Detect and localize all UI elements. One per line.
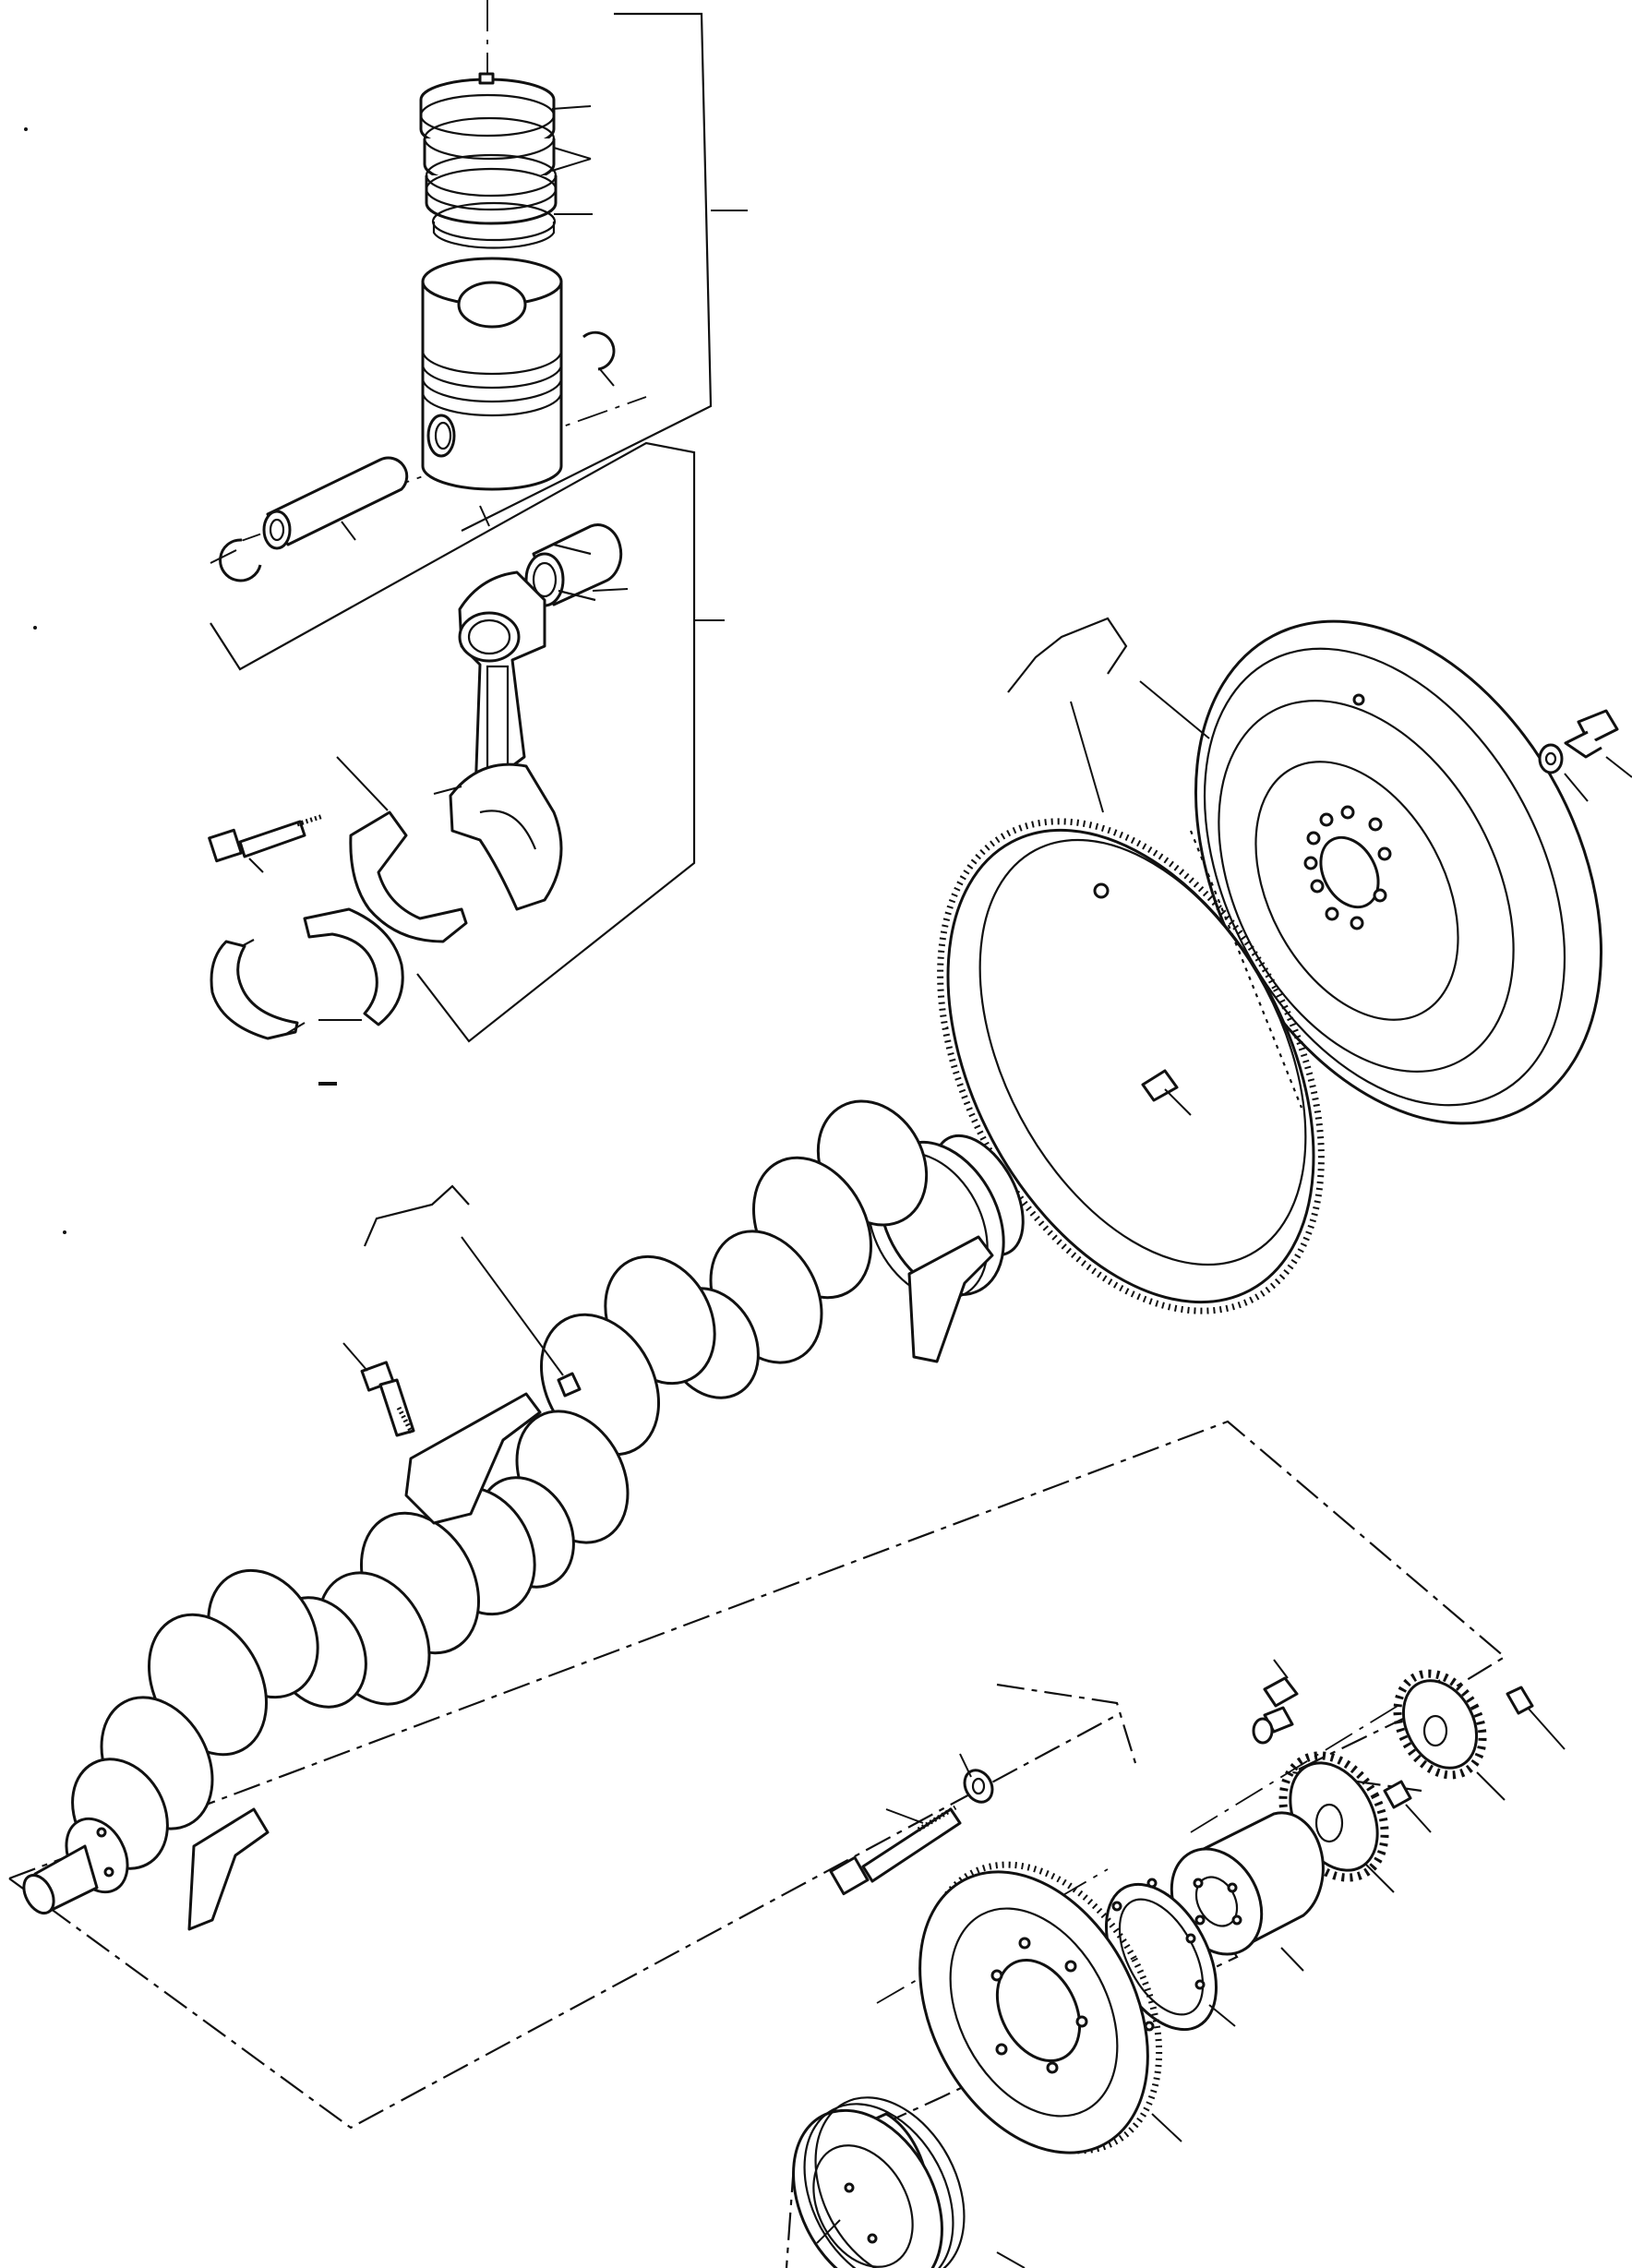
crankshaft — [22, 1099, 1025, 1931]
crankshaft-pulley — [792, 2096, 1026, 2268]
small-end-bush — [524, 523, 629, 607]
rod-group-bracket — [210, 441, 696, 1043]
connecting-rod — [433, 570, 563, 911]
connecting-rod-bearing-shells — [210, 907, 404, 1086]
flywheel-bracket — [1007, 617, 1128, 693]
scan-specks — [24, 127, 66, 1234]
piston-pin — [262, 456, 409, 550]
crankshaft-gear — [1383, 1669, 1566, 1833]
dowel-pin — [1141, 1069, 1192, 1116]
piston-pin-circlip — [210, 330, 616, 582]
connecting-rod-bolt — [208, 813, 324, 873]
vibration-damper — [918, 1861, 1182, 2154]
bolt-bracket — [996, 1683, 1137, 1764]
front-drive-group-bracket-lower — [8, 1714, 1118, 2130]
ring-gear — [937, 701, 1325, 1314]
flywheel — [1139, 619, 1602, 1125]
flywheel-bolt — [1538, 709, 1632, 802]
piston-ring-set — [419, 72, 593, 249]
crankshaft-hub — [1170, 1811, 1325, 1972]
piston-group-bracket — [461, 12, 713, 532]
pulley-bolt — [829, 1659, 1299, 1896]
connecting-rod-cap — [336, 756, 468, 943]
main-bearing-cap-bolt — [342, 1236, 582, 1437]
crankshaft-bracket — [363, 1184, 470, 1247]
piston — [421, 257, 563, 527]
